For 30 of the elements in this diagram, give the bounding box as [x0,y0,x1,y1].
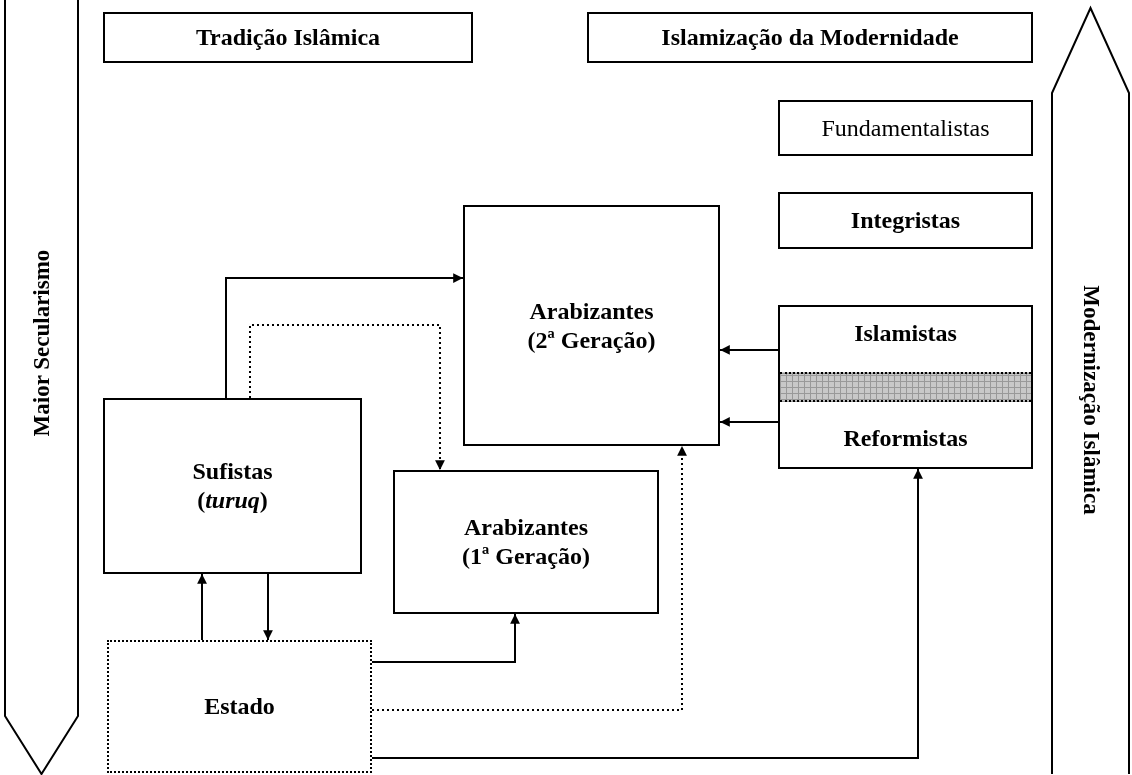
box-label: Fundamentalistas [820,113,991,143]
arrow [197,573,207,641]
box-label: Arabizantes (1ª Geração) [461,513,591,571]
box-label: Arabizantes (2ª Geração) [526,296,657,355]
vertical-label: Maior Secularismo [29,249,55,437]
dotted-box [107,640,372,773]
arrow [719,345,779,355]
box-label: Tradição Islâmica [194,23,382,52]
hatched-band [780,372,1031,402]
arrow [263,573,273,641]
box-label: Sufistas (turuq) [191,457,274,515]
process-box [463,205,720,446]
process-box [778,100,1033,156]
process-box [103,12,473,63]
process-box [778,192,1033,249]
process-box [393,470,659,614]
arrow [225,273,464,399]
process-box [778,305,1033,469]
arrow [371,468,923,759]
box-label: Integristas [849,206,962,235]
box-label: Islamistas [853,319,958,348]
process-box [103,398,362,574]
process-box [587,12,1033,63]
box-label: Estado [203,692,276,721]
arrow [719,417,779,427]
box-label: Islamização da Modernidade [660,23,960,52]
vertical-label: Modernização Islâmica [1078,285,1104,515]
arrow [249,324,445,471]
box-label: Reformistas [842,424,969,454]
arrow [371,613,520,663]
